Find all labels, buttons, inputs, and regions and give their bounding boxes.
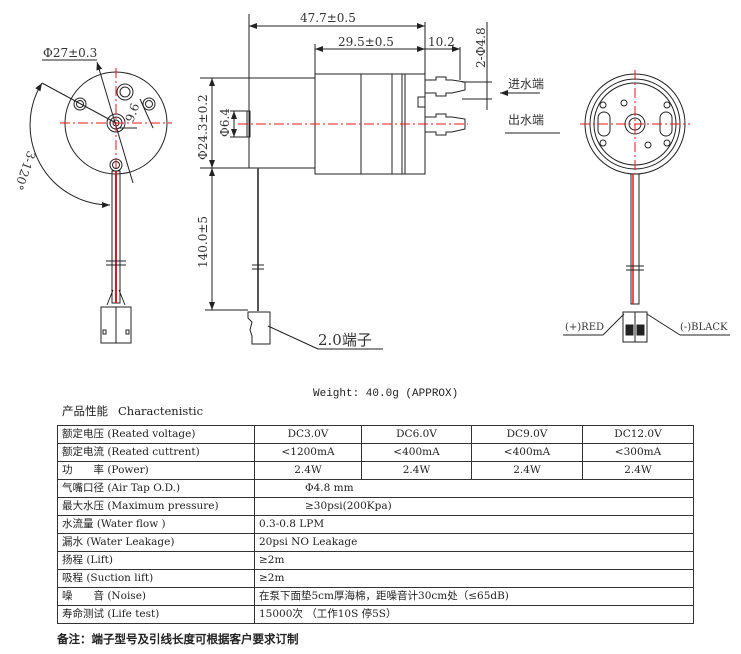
dia-27-label: Φ27±0.3 [43,46,97,60]
table-row: 水流量 (Water flow )0.3-0.8 LPM [57,515,694,534]
row-value: 15000次 （工作10S 停5S） [254,605,694,624]
row-label: 额定电流 (Reated cuttrent) [57,443,255,462]
section-title-en: Charactenistic [118,404,204,418]
row-value: 20psi NO Leakage [254,533,694,552]
rear-view [563,73,730,343]
nozzle-dia-label: 2-Φ4.8 [474,27,488,68]
row-value: ≥2m [254,551,694,570]
table-row: 气嘴口径 (Air Tap O.D.)Φ4.8 mm [57,479,694,498]
footnote: 备注：端子型号及引线长度可根据客户要求订制 [57,632,299,646]
wire-length-label: 140.0±5 [196,216,210,268]
table-row: 噪 音 (Noise)在泵下面垫5cm厚海棉，距噪音计30cm处（≤65dB) [57,587,694,606]
row-label: 功 率 (Power) [57,461,255,480]
table-row: 漏水 (Water Leakage)20psi NO Leakage [57,533,694,552]
row-value: DC3.0V [254,425,362,444]
length-head-label: 29.5±0.5 [338,35,394,49]
row-label: 漏水 (Water Leakage) [57,533,255,552]
row-value: 2.4W [471,461,583,480]
dia-24-3-label: Φ24.3±0.2 [196,94,210,160]
centerlines [60,68,690,180]
table-row: 扬程 (Lift)≥2m [57,551,694,570]
row-label: 最大水压 (Maximum pressure) [57,497,255,516]
table-row: 吸程 (Suction lift)≥2m [57,569,694,588]
red-wire-label: (+)RED [565,322,604,333]
row-label: 额定电压 (Reated voltage) [57,425,255,444]
row-value: DC9.0V [471,425,583,444]
black-wire-label: (-)BLACK [680,322,728,333]
outlet-label: 出水端 [508,113,544,127]
terminal-label: 2.0端子 [318,331,372,349]
row-label: 水流量 (Water flow ) [57,515,255,534]
row-value: 0.3-0.8 LPM [254,515,694,534]
row-value: 2.4W [254,461,362,480]
length-nozzle-label: 10.2 [428,35,455,49]
row-value: <400mA [361,443,472,462]
table-row: 寿命测试 (Life test)15000次 （工作10S 停5S） [57,605,694,624]
row-label: 气嘴口径 (Air Tap O.D.) [57,479,255,498]
row-value: ≥30psi(200Kpa) [254,497,694,516]
length-total-label: 47.7±0.5 [300,11,356,25]
dia-6-4-label: Φ6.4 [218,108,232,137]
angle-label: 3-120° [11,149,38,192]
row-value: <1200mA [254,443,362,462]
row-label: 吸程 (Suction lift) [57,569,255,588]
row-value: DC6.0V [361,425,472,444]
row-label: 噪 音 (Noise) [57,587,255,606]
row-value: 2.4W [582,461,694,480]
weight-label: Weight: 40.0g (APPROX) [313,388,459,400]
row-value: 在泵下面垫5cm厚海棉，距噪音计30cm处（≤65dB) [254,587,694,606]
table-row: 最大水压 (Maximum pressure)≥30psi(200Kpa) [57,497,694,516]
dim-9-6-label: 9.6 [123,101,143,124]
row-value: ≥2m [254,569,694,588]
row-value: Φ4.8 mm [254,479,694,498]
table-row: 额定电流 (Reated cuttrent)<1200mA<400mA<400m… [57,443,694,462]
row-value: <300mA [582,443,694,462]
row-label: 寿命测试 (Life test) [57,605,255,624]
row-value: <400mA [471,443,583,462]
row-value: 2.4W [361,461,472,480]
side-view [200,14,560,350]
section-title: 产品性能 Charactenistic [62,403,213,419]
inlet-label: 进水端 [508,77,544,91]
row-value: DC12.0V [582,425,694,444]
row-label: 扬程 (Lift) [57,551,255,570]
front-view [29,59,168,344]
section-title-cn: 产品性能 [62,404,108,418]
pump-technical-drawing: Φ27±0.3 9.6 3-120° 47.7±0.5 29.5±0.5 10.… [11,11,730,350]
